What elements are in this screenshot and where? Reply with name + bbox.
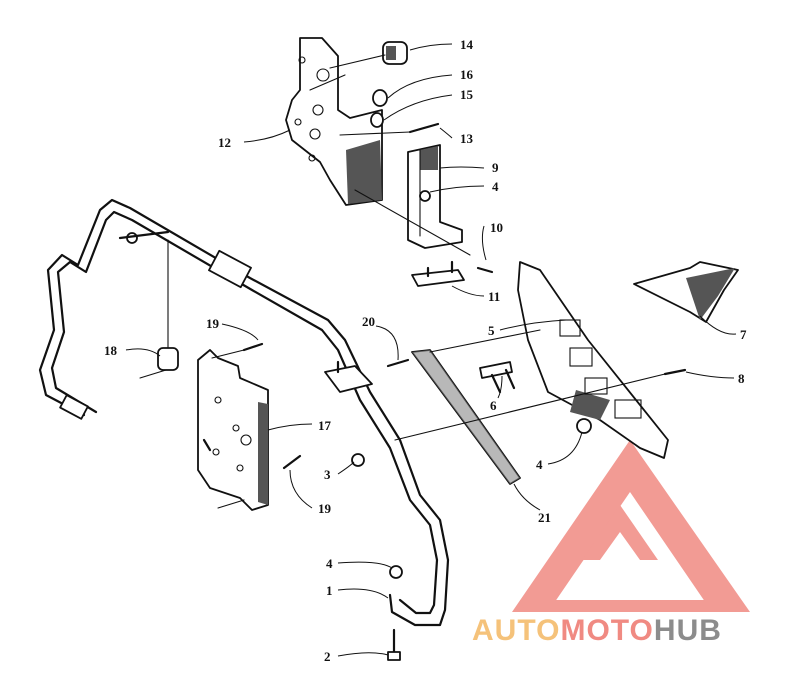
leader-lines — [125, 43, 737, 657]
part-6-bracket — [479, 361, 516, 394]
callout-4-mid: 4 — [536, 457, 543, 472]
callout-15: 15 — [460, 87, 474, 102]
part-7-shield — [633, 261, 739, 323]
callout-10: 10 — [490, 220, 503, 235]
callout-9: 9 — [492, 160, 499, 175]
logo-triangle-inner — [582, 505, 658, 560]
watermark-text: AUTOMOTOHUB — [472, 614, 722, 647]
callout-4-low: 4 — [326, 556, 333, 571]
part-15-washer — [370, 112, 384, 128]
callout-5: 5 — [488, 323, 495, 338]
callout-18: 18 — [104, 343, 118, 358]
callout-13: 13 — [460, 131, 474, 146]
callout-12: 12 — [218, 135, 231, 150]
part-10-pin — [476, 266, 494, 274]
watermark-part3: HUB — [654, 614, 722, 647]
part-2-bolt — [387, 628, 401, 661]
callout-1: 1 — [326, 583, 333, 598]
watermark-part1: AUTO — [472, 614, 560, 647]
callout-11: 11 — [488, 289, 500, 304]
part-5-side-plate — [517, 261, 669, 459]
part-14-bushing — [382, 41, 408, 65]
callout-6: 6 — [490, 398, 497, 413]
part-4-nut-upper — [576, 418, 592, 434]
part-18-bushing — [139, 347, 179, 379]
part-1-handlebar — [38, 198, 450, 627]
part-8-bolt — [663, 368, 687, 376]
part-17-plate — [197, 349, 269, 511]
callout-2: 2 — [324, 649, 331, 664]
callout-7: 7 — [740, 327, 747, 342]
callout-17: 17 — [318, 418, 332, 433]
logo-triangle-outer — [512, 440, 750, 612]
callout-14: 14 — [460, 37, 474, 52]
part-9-bracket — [407, 144, 463, 249]
part-16-washer — [372, 89, 388, 107]
callout-19-upper: 19 — [206, 316, 220, 331]
part-13-bolt — [408, 122, 440, 134]
part-19-screw-upper — [242, 342, 264, 352]
callout-20: 20 — [362, 314, 375, 329]
callout-19-lower: 19 — [318, 501, 332, 516]
logo-triangle-base — [520, 600, 740, 612]
part-19-screw-lower — [282, 454, 302, 470]
part-21-mesh — [411, 349, 521, 485]
part-12-mount-plate — [285, 37, 383, 206]
watermark-logo — [512, 440, 750, 612]
callout-8: 8 — [738, 371, 745, 386]
part-11-plate — [411, 260, 465, 287]
part-3-nut — [351, 453, 365, 467]
callout-3: 3 — [324, 467, 331, 482]
part-20-pin — [386, 358, 410, 368]
callout-21: 21 — [538, 510, 551, 525]
watermark-part2: MOTO — [560, 614, 653, 647]
callout-16: 16 — [460, 67, 474, 82]
part-4-nut-lower — [389, 565, 403, 579]
callout-labels: 14 16 15 12 13 9 4 10 11 7 5 20 19 18 8 … — [104, 37, 747, 664]
callout-4-top: 4 — [492, 179, 499, 194]
